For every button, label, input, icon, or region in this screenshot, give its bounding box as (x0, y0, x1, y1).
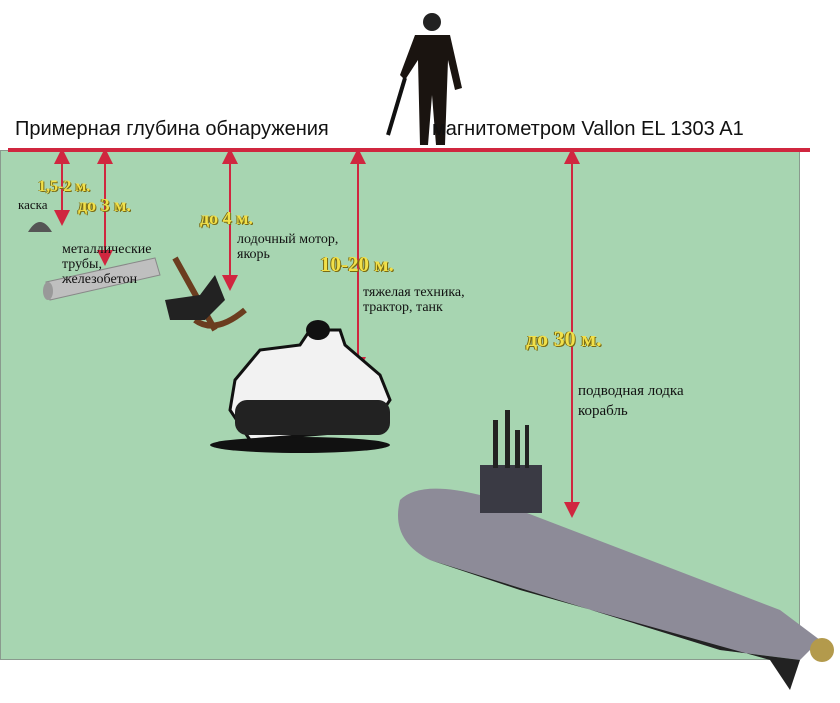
depth-arrows (54, 148, 580, 518)
pipe-icon (43, 257, 161, 301)
helmet-icon (28, 222, 52, 232)
depth-label-pipes: до 3 м. (78, 195, 131, 215)
item-label-anchor: лодочный мотор, якорь (237, 232, 339, 262)
watermark: Avito (790, 674, 835, 694)
item-label-tank: тяжелая техника, трактор, танк (363, 285, 465, 315)
anchor-motor-icon (165, 256, 247, 332)
surface-line (8, 148, 810, 152)
item-label-submarine: подводная лодка корабль (578, 383, 684, 419)
item-label-helmet: каска (18, 197, 48, 212)
item-label-pipes: металлические трубы, железобетон (62, 242, 152, 287)
title-left: Примерная глубина обнаружения (15, 118, 329, 140)
submarine-icon (398, 410, 834, 690)
title-right: магнитометром Vallon EL 1303 A1 (432, 118, 744, 140)
depth-label-anchor: до 4 м. (200, 208, 253, 228)
depth-label-helmet: 1,5-2 м. (38, 178, 91, 195)
depth-label-tank: 10-20 м. (320, 252, 394, 276)
depth-label-submarine: до 30 м. (526, 326, 602, 351)
tank-icon (210, 320, 392, 453)
operator-figure (386, 13, 462, 145)
